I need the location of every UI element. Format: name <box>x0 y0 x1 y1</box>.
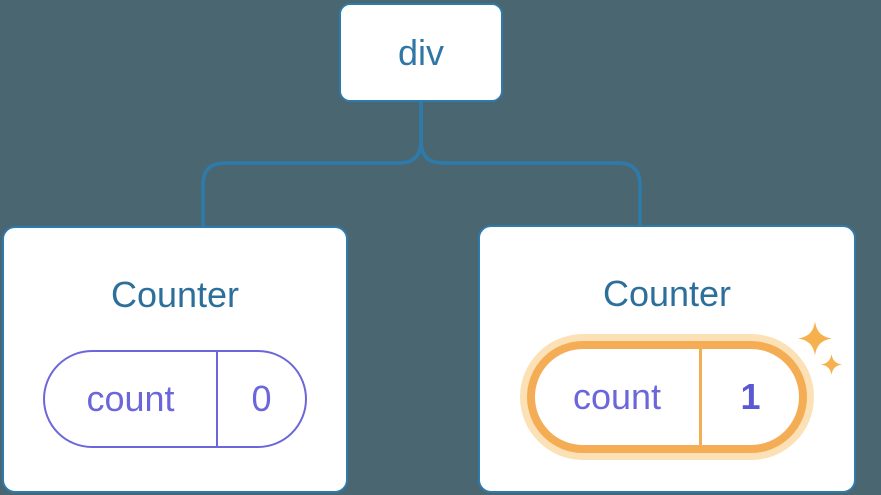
state-key-label: count <box>45 352 218 446</box>
connector-left-branch <box>201 102 423 226</box>
counter-title: Counter <box>602 273 732 314</box>
connector-right-branch <box>419 102 642 226</box>
sparkle-icon <box>821 354 842 375</box>
state-pill-count-1-highlighted: count 1 <box>527 341 807 453</box>
state-value: 1 <box>740 376 761 417</box>
sparkle-icon <box>798 321 832 356</box>
state-value: 0 <box>251 378 272 419</box>
root-node-label: div <box>397 31 445 73</box>
counter-card-left: Counter count 0 <box>2 226 348 493</box>
counter-title: Counter <box>110 274 240 315</box>
root-node-div: div <box>339 3 503 102</box>
state-pill-count-0: count 0 <box>43 350 307 448</box>
state-key-label: count <box>535 349 702 445</box>
counter-card-right: Counter count 1 <box>478 225 856 493</box>
